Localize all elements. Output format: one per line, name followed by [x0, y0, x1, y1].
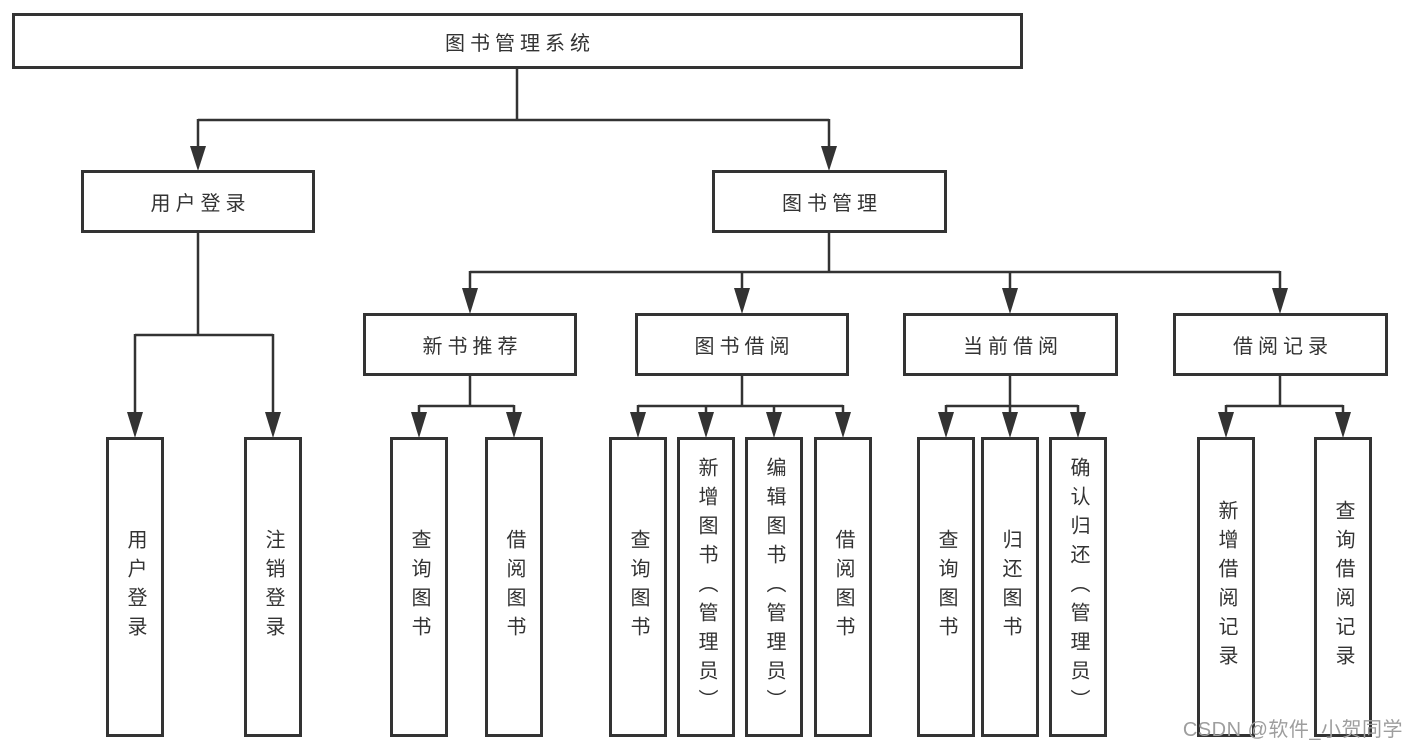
node-label: 图书借阅: [694, 336, 795, 358]
node-current-borrow: 当前借阅: [903, 313, 1118, 376]
arrowhead-down-icon: [1218, 412, 1234, 438]
connectors-user-login: [127, 233, 281, 438]
leaf-add-borrow-record: 新增借阅记录: [1197, 437, 1255, 737]
arrowhead-down-icon: [630, 412, 646, 438]
arrowhead-down-icon: [821, 146, 837, 171]
node-label: 查询图书: [627, 529, 649, 645]
leaf-logout-login: 注销登录: [244, 437, 302, 737]
node-label: 编辑图书（管理员）: [763, 456, 785, 718]
arrowhead-down-icon: [1272, 288, 1288, 314]
node-label: 借阅记录: [1233, 336, 1333, 358]
leaf-edit-book-admin: 编辑图书（管理员）: [745, 437, 803, 737]
csdn-watermark: CSDN @软件_小贺同学: [1182, 719, 1403, 741]
arrowhead-down-icon: [1002, 412, 1018, 438]
connectors-borrow-records: [1218, 376, 1351, 438]
node-label: 借阅图书: [503, 529, 525, 645]
arrowhead-down-icon: [506, 412, 522, 438]
node-label: 图书管理系统: [445, 32, 595, 55]
arrowhead-down-icon: [1002, 288, 1018, 314]
node-label: 用户登录: [150, 193, 251, 215]
node-label: 确认归还（管理员）: [1067, 456, 1089, 718]
node-user-login: 用户登录: [81, 170, 315, 233]
node-label: 当前借阅: [963, 336, 1063, 358]
node-label: 新增图书（管理员）: [695, 456, 717, 718]
leaf-query-book-recommend: 查询图书: [390, 437, 448, 737]
node-label: 注销登录: [262, 529, 284, 645]
node-label: 新书推荐: [422, 336, 523, 358]
arrowhead-down-icon: [190, 146, 206, 171]
node-root: 图书管理系统: [12, 13, 1023, 69]
arrowhead-down-icon: [411, 412, 427, 438]
node-label: 查询图书: [935, 529, 957, 645]
node-label: 归还图书: [999, 529, 1021, 645]
node-label: 图书管理: [782, 193, 882, 215]
leaf-query-book-borrow: 查询图书: [609, 437, 667, 737]
leaf-query-borrow-record: 查询借阅记录: [1314, 437, 1372, 737]
arrowhead-down-icon: [835, 412, 851, 438]
node-book-borrow: 图书借阅: [635, 313, 849, 376]
node-label: 新增借阅记录: [1215, 500, 1237, 674]
connectors-current-borrow: [938, 376, 1086, 438]
connectors-book-management: [462, 233, 1288, 314]
arrowhead-down-icon: [734, 288, 750, 314]
node-label: 借阅图书: [832, 529, 854, 645]
leaf-confirm-return-admin: 确认归还（管理员）: [1049, 437, 1107, 737]
arrowhead-down-icon: [938, 412, 954, 438]
arrowhead-down-icon: [462, 288, 478, 314]
node-book-management: 图书管理: [712, 170, 947, 233]
node-borrow-records: 借阅记录: [1173, 313, 1388, 376]
arrowhead-down-icon: [127, 412, 143, 438]
leaf-borrow-book-recommend: 借阅图书: [485, 437, 543, 737]
leaf-return-book: 归还图书: [981, 437, 1039, 737]
arrowhead-down-icon: [1070, 412, 1086, 438]
leaf-borrow-book: 借阅图书: [814, 437, 872, 737]
node-label: 用户登录: [124, 529, 146, 645]
arrowhead-down-icon: [265, 412, 281, 438]
leaf-user-login: 用户登录: [106, 437, 164, 737]
arrowhead-down-icon: [766, 412, 782, 438]
node-label: 查询借阅记录: [1332, 500, 1354, 674]
node-label: 查询图书: [408, 529, 430, 645]
connectors-book-borrow: [630, 376, 851, 438]
arrowhead-down-icon: [1335, 412, 1351, 438]
leaf-add-book-admin: 新增图书（管理员）: [677, 437, 735, 737]
leaf-query-book-current: 查询图书: [917, 437, 975, 737]
node-new-book-recommend: 新书推荐: [363, 313, 577, 376]
connectors-root: [190, 69, 837, 171]
arrowhead-down-icon: [698, 412, 714, 438]
connectors-new-book-recommend: [411, 376, 522, 438]
